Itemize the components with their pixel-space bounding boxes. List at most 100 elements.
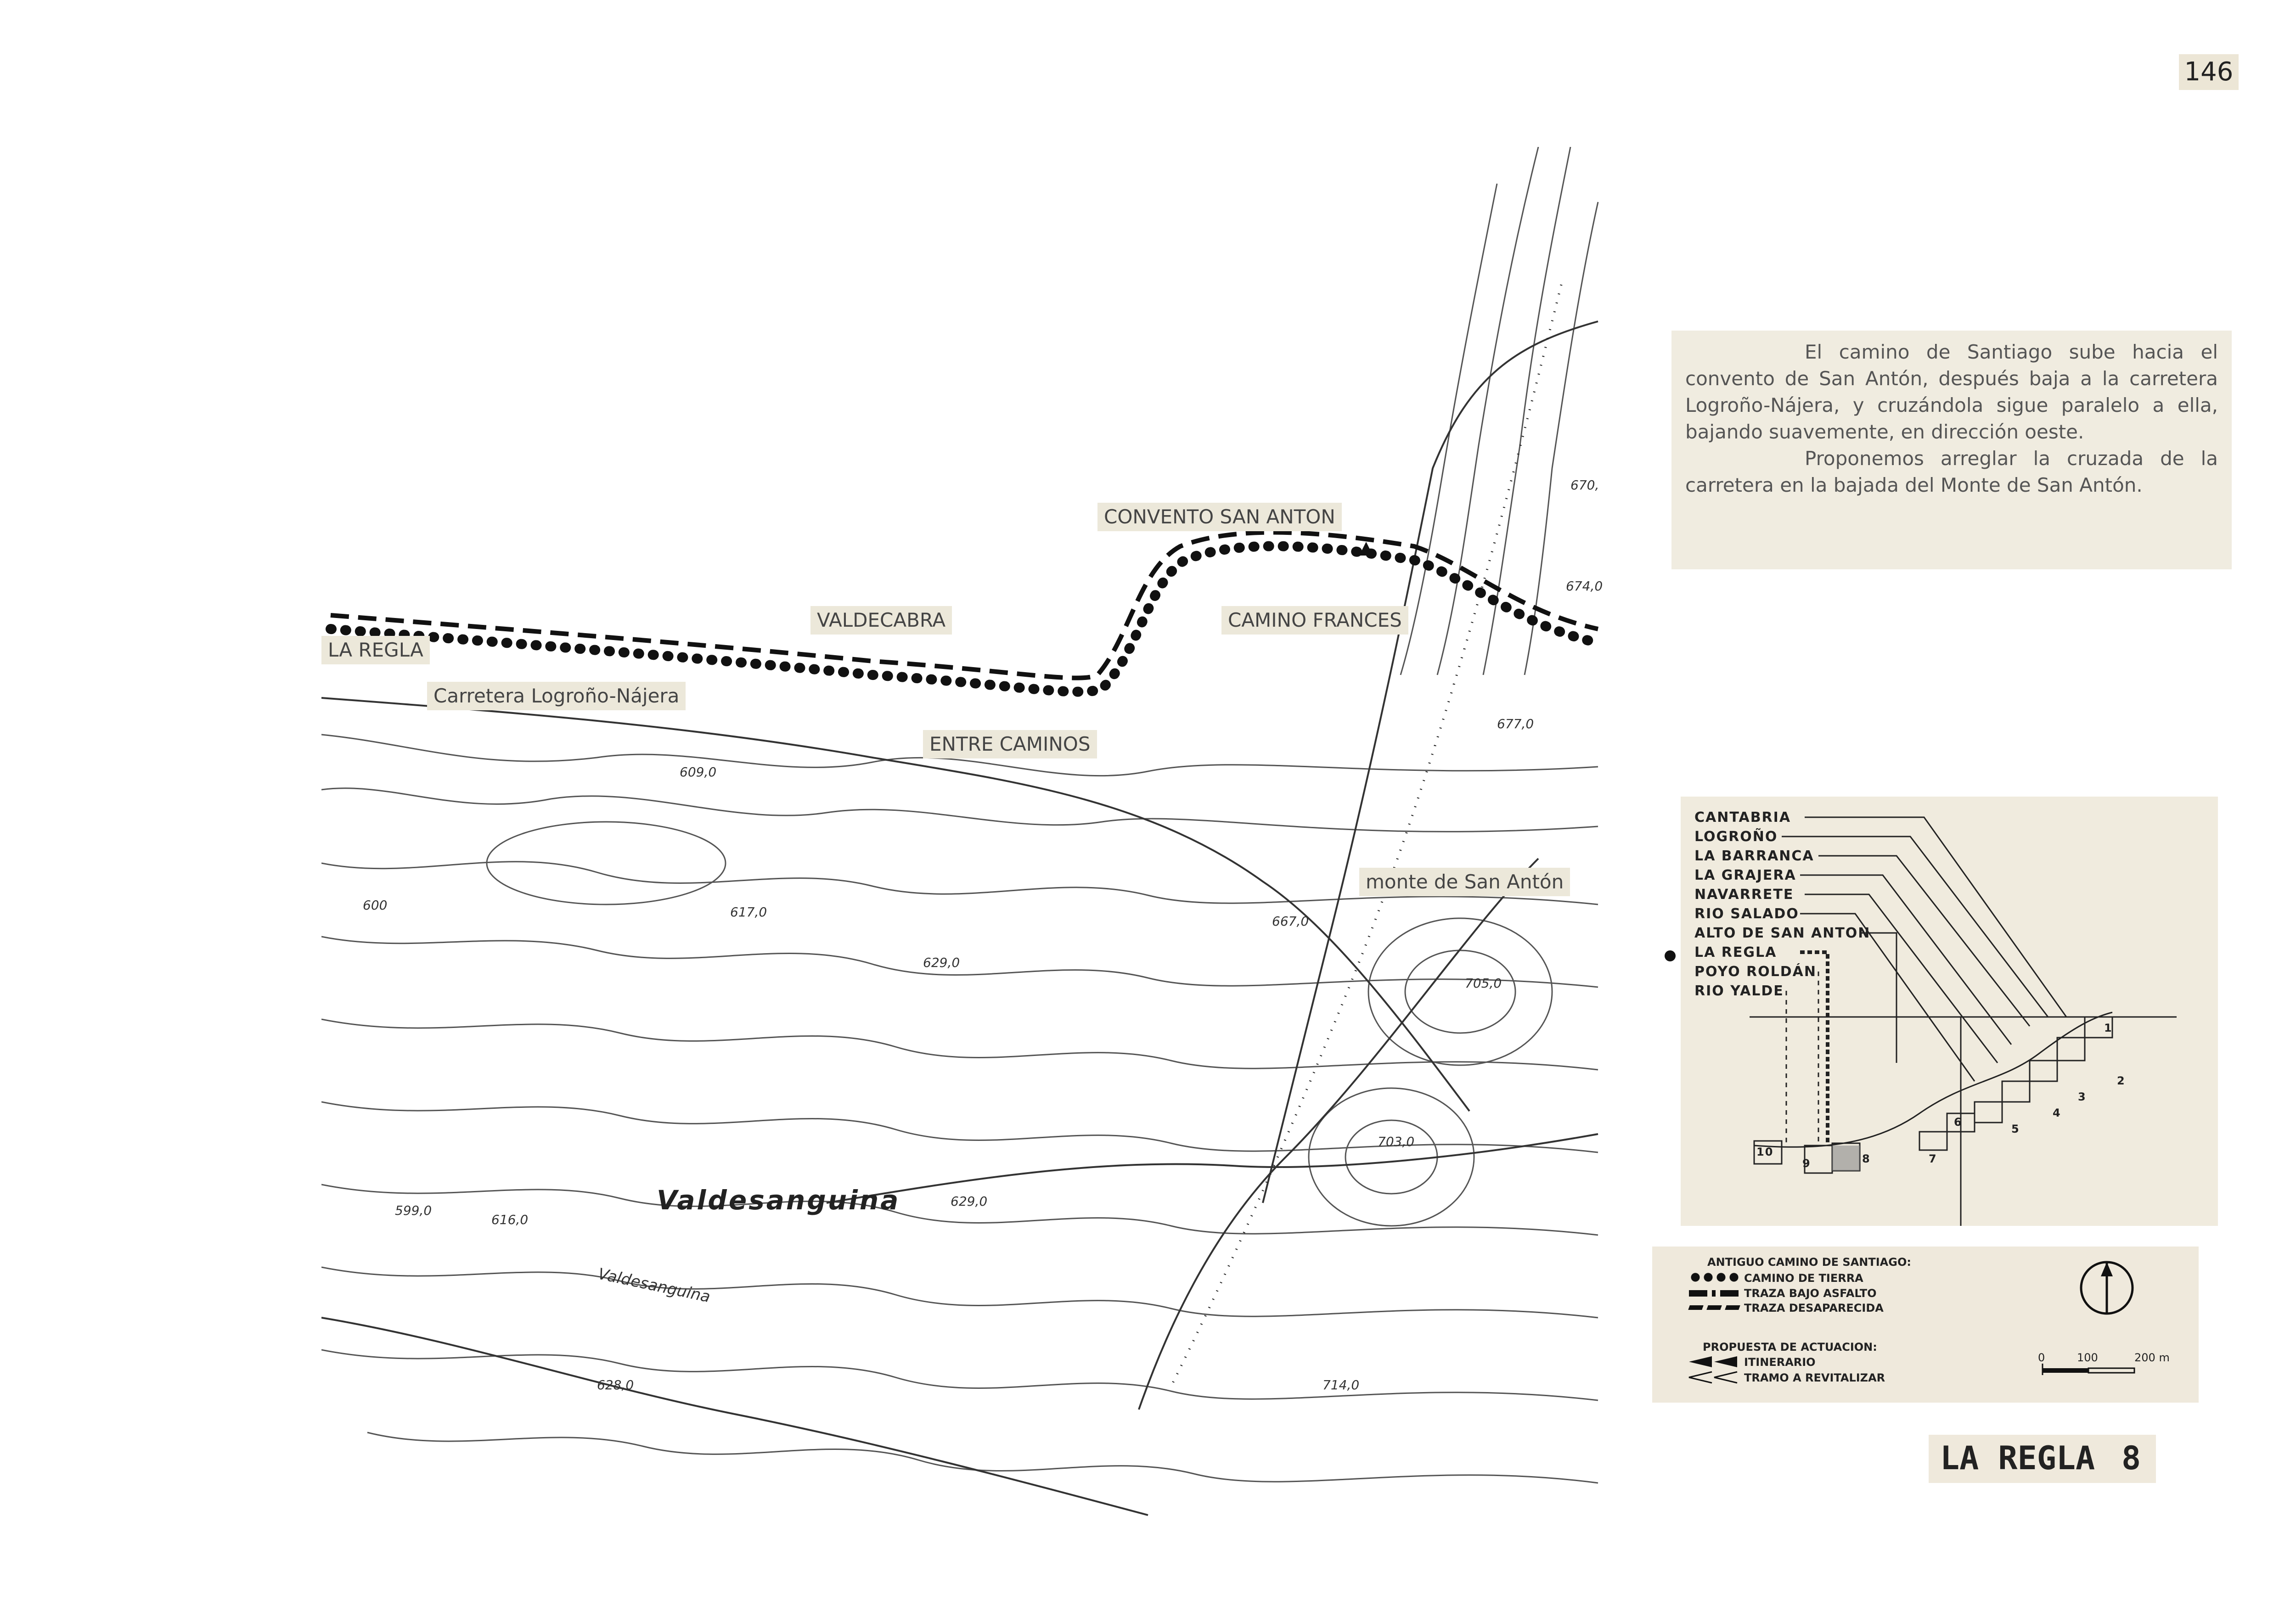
contour-label: 714,0 bbox=[1322, 1377, 1360, 1393]
profile-stage: ALTO DE SAN ANTON bbox=[1694, 925, 1871, 941]
contour-label: 609,0 bbox=[680, 764, 717, 780]
traza-asfalto-symbol-icon bbox=[1689, 1290, 1739, 1297]
label-carretera: Carretera Logroño-Nájera bbox=[427, 682, 686, 710]
page-number: 146 bbox=[2179, 54, 2239, 90]
contour-line bbox=[321, 1184, 1598, 1236]
profile-step-number: 9 bbox=[1802, 1157, 1811, 1170]
legend-antiguo-title: ANTIGUO CAMINO DE SANTIAGO: bbox=[1707, 1256, 1911, 1269]
scale-label-0: 0 bbox=[2038, 1351, 2045, 1364]
road bbox=[1138, 858, 1539, 1410]
contour-label: 616,0 bbox=[491, 1212, 529, 1227]
contour-line bbox=[321, 787, 1598, 832]
legend-propuesta-title: PROPUESTA DE ACTUACION: bbox=[1703, 1341, 1877, 1353]
label-monte-san-anton: monte de San Antón bbox=[1359, 868, 1570, 896]
profile-stage: LA GRAJERA bbox=[1694, 867, 1796, 883]
contour-label: 703,0 bbox=[1378, 1134, 1415, 1149]
contour-line bbox=[1524, 202, 1599, 675]
description-box: El camino de Santiago sube hacia el conv… bbox=[1671, 331, 2232, 569]
topographic-map: CONVENTO SAN ANTON VALDECABRA CAMINO FRA… bbox=[321, 147, 1607, 1533]
profile-step-number: 7 bbox=[1929, 1152, 1937, 1165]
profile-step-number: 10 bbox=[1756, 1146, 1774, 1158]
description-paragraph-1: El camino de Santiago sube hacia el conv… bbox=[1685, 341, 2218, 443]
scale-label-200: 200 m bbox=[2134, 1351, 2170, 1364]
current-stage-dot-icon bbox=[1665, 950, 1676, 961]
label-entre-caminos: ENTRE CAMINOS bbox=[923, 730, 1097, 758]
label-valdecabra: VALDECABRA bbox=[810, 606, 952, 635]
contour-label: 629,0 bbox=[951, 1194, 988, 1209]
label-la-regla: LA REGLA bbox=[321, 636, 430, 664]
camino-tierra-symbol-icon bbox=[1689, 1272, 1739, 1283]
legend: ANTIGUO CAMINO DE SANTIAGO: CAMINO DE TI… bbox=[1652, 1247, 2199, 1403]
profile-stage: POYO ROLDÁN bbox=[1694, 964, 1817, 980]
contour-label: 667,0 bbox=[1272, 914, 1309, 929]
hill-contour bbox=[1308, 1087, 1475, 1227]
contour-label: 705,0 bbox=[1465, 976, 1502, 991]
contour-label: 677,0 bbox=[1497, 716, 1534, 731]
contour-line bbox=[1400, 183, 1498, 675]
profile-drawing bbox=[1750, 816, 2177, 1226]
label-convento-san-anton: CONVENTO SAN ANTON bbox=[1097, 503, 1342, 531]
profile-stage-current: LA REGLA bbox=[1694, 944, 1777, 960]
profile-stage: CANTABRIA bbox=[1694, 809, 1791, 826]
contour-line bbox=[367, 1432, 1598, 1484]
legend-camino-tierra: CAMINO DE TIERRA bbox=[1744, 1272, 1863, 1285]
profile-step-number: 2 bbox=[2117, 1074, 2126, 1087]
itinerario-symbol-icon bbox=[1689, 1356, 1737, 1367]
contour-label: 670, bbox=[1570, 477, 1599, 493]
sheet-badge: LA REGLA 8 bbox=[1929, 1435, 2156, 1483]
profile-step-number: 6 bbox=[1954, 1116, 1963, 1129]
itinerary-arrows bbox=[330, 530, 1599, 680]
scale-label-100: 100 bbox=[2077, 1351, 2098, 1364]
contour-line bbox=[321, 734, 1598, 777]
description-paragraph-2: Proponemos arreglar la cruzada de la car… bbox=[1685, 447, 2218, 496]
profile-step-number: 3 bbox=[2078, 1090, 2087, 1103]
map-drawing bbox=[321, 147, 1603, 1516]
sheet-name: LA REGLA bbox=[1940, 1439, 2095, 1477]
contour-line bbox=[321, 1018, 1598, 1071]
contour-label: 599,0 bbox=[395, 1203, 432, 1218]
label-camino-frances: CAMINO FRANCES bbox=[1221, 606, 1408, 635]
railway bbox=[1170, 284, 1563, 1387]
contour-label: 617,0 bbox=[730, 904, 767, 920]
sheet-number: 8 bbox=[2122, 1439, 2141, 1477]
contour-label: 628,0 bbox=[597, 1377, 634, 1393]
hill-contour bbox=[1367, 917, 1553, 1066]
camino-route bbox=[326, 541, 1603, 697]
profile-step-number: 1 bbox=[2104, 1022, 2113, 1034]
contour-line bbox=[321, 936, 1598, 988]
contour-label: 674,0 bbox=[1566, 578, 1603, 594]
north-arrow-icon bbox=[2080, 1261, 2134, 1315]
traza-desaparecida-symbol-icon bbox=[1688, 1305, 1740, 1310]
contour-label: 600 bbox=[363, 898, 388, 913]
hill-contour bbox=[1345, 1119, 1438, 1195]
profile-step-number: 4 bbox=[2053, 1106, 2061, 1119]
scale-bar-icon bbox=[2042, 1364, 2135, 1375]
profile-stage: LA BARRANCA bbox=[1694, 848, 1814, 864]
road bbox=[321, 1317, 1148, 1516]
contour-line bbox=[321, 1101, 1598, 1153]
contour-line bbox=[1436, 147, 1539, 675]
legend-traza-desaparecida: TRAZA DESAPARECIDA bbox=[1744, 1302, 1884, 1314]
tramo-symbol-icon bbox=[1688, 1371, 1738, 1384]
profile-stage: RIO SALADO bbox=[1694, 906, 1799, 922]
contour-line bbox=[1482, 147, 1571, 675]
profile-stage: LOGROÑO bbox=[1694, 829, 1778, 845]
profile-step-number: 8 bbox=[1862, 1152, 1871, 1165]
profile-step-number: 5 bbox=[2011, 1123, 2020, 1135]
hill-contour bbox=[486, 821, 726, 905]
road bbox=[826, 1133, 1598, 1204]
hill-contour bbox=[1404, 949, 1516, 1034]
road bbox=[321, 697, 1470, 1112]
contour-line bbox=[321, 1266, 1598, 1319]
legend-itinerario: ITINERARIO bbox=[1744, 1356, 1816, 1369]
legend-tramo: TRAMO A REVITALIZAR bbox=[1744, 1371, 1885, 1384]
contour-label: 629,0 bbox=[923, 955, 960, 970]
legend-traza-asfalto: TRAZA BAJO ASFALTO bbox=[1744, 1287, 1877, 1300]
elevation-profile: CANTABRIA LOGROÑO LA BARRANCA LA GRAJERA… bbox=[1681, 797, 2218, 1226]
contour-line bbox=[321, 1349, 1598, 1401]
profile-stage: NAVARRETE bbox=[1694, 887, 1794, 903]
road bbox=[1262, 320, 1598, 1203]
profile-stage: RIO YALDE bbox=[1694, 983, 1784, 999]
vertex-marker bbox=[1359, 542, 1373, 556]
place-valdesanguina: Valdesanguina bbox=[657, 1185, 900, 1216]
